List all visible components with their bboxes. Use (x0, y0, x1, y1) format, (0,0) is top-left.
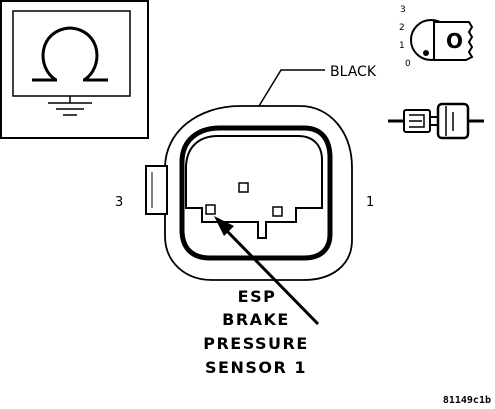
sensor-name-line-4: SENSOR 1 (205, 358, 307, 377)
key-position-2: 2 (399, 23, 405, 33)
wire-color-label: BLACK (330, 64, 377, 80)
pin-label-3: 3 (115, 195, 123, 210)
key-position-3: 3 (400, 5, 406, 15)
key-letter: O (446, 29, 463, 53)
connector-latch (145, 165, 168, 215)
terminal-pin-center (238, 182, 249, 193)
ohm-ground-symbol-icon (0, 0, 149, 139)
terminal-pin-3 (205, 204, 216, 215)
pin-label-1: 1 (366, 195, 374, 210)
key-position-0: 0 (405, 59, 411, 69)
connector-pair-icon (388, 102, 484, 140)
ignition-key-icon: 3 2 1 0 O (399, 5, 474, 69)
sensor-name-line-3: PRESSURE (203, 334, 309, 353)
pointer-arrowhead (214, 216, 234, 236)
key-position-1: 1 (399, 41, 405, 51)
pointer-arrow-line (224, 228, 320, 326)
connector-cavity (185, 135, 323, 239)
sensor-name-line-1: ESP (238, 287, 277, 306)
wire-leader-line (258, 69, 325, 107)
figure-reference: 81149c1b (443, 395, 491, 406)
terminal-pin-1 (272, 206, 283, 217)
sensor-name-line-2: BRAKE (222, 310, 290, 329)
